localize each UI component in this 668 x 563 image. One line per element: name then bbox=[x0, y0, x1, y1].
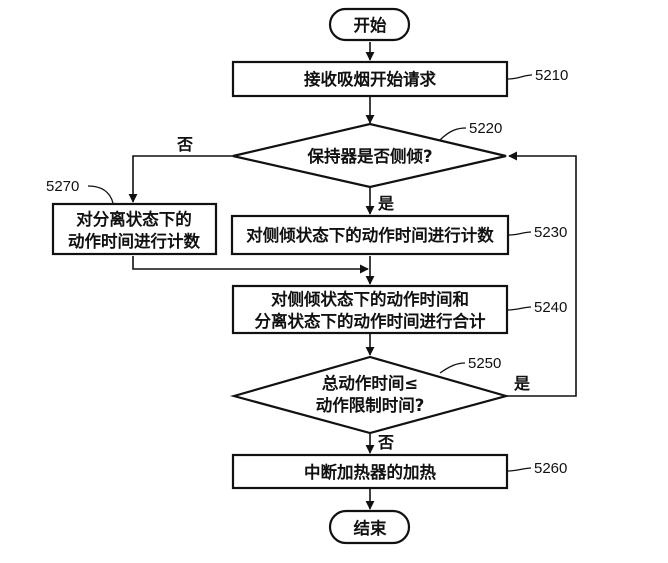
branch-5220-no: 否 bbox=[176, 135, 193, 154]
start-label: 开始 bbox=[354, 15, 388, 35]
leader-5220 bbox=[439, 127, 467, 141]
decision-5220 bbox=[232, 122, 507, 189]
decision-5220-label: 保持器是否侧倾? bbox=[306, 146, 432, 166]
end-label: 结束 bbox=[354, 518, 388, 538]
arrow-5220-no-to-5270 bbox=[128, 155, 233, 203]
step-5230-label: 对侧倾状态下的动作时间进行计数 bbox=[246, 225, 494, 245]
step-5260-label: 中断加热器的加热 bbox=[304, 462, 437, 482]
decision-5250-label-line2: 动作限制时间? bbox=[316, 395, 425, 415]
ref-5260: 5260 bbox=[534, 460, 567, 477]
ref-5270: 5270 bbox=[46, 178, 79, 195]
process-5260 bbox=[231, 453, 509, 490]
terminal-end bbox=[328, 509, 411, 545]
terminal-start bbox=[328, 7, 411, 42]
leader-5270 bbox=[87, 185, 114, 204]
process-5270 bbox=[51, 202, 218, 256]
ref-5250: 5250 bbox=[468, 355, 501, 372]
step-5210-label: 接收吸烟开始请求 bbox=[304, 69, 437, 89]
ref-5240: 5240 bbox=[534, 299, 567, 316]
step-5240-label-line1: 对侧倾状态下的动作时间和 bbox=[271, 289, 469, 309]
connectors bbox=[128, 42, 577, 510]
step-5240-label-line2: 分离状态下的动作时间进行合计 bbox=[255, 311, 487, 331]
decision-5250 bbox=[229, 355, 511, 435]
leader-5210 bbox=[507, 74, 533, 80]
process-5230 bbox=[230, 214, 510, 256]
arrow-5250-yes-loop-to-5220 bbox=[506, 151, 577, 397]
ref-5230: 5230 bbox=[534, 224, 567, 241]
process-5240 bbox=[231, 284, 509, 335]
decision-5250-label-line1: 总动作时间≤ bbox=[322, 373, 418, 393]
leader-5250 bbox=[439, 362, 466, 374]
leader-5230 bbox=[508, 231, 532, 236]
leader-5260 bbox=[507, 467, 532, 472]
leader-5240 bbox=[507, 306, 532, 311]
step-5270-label-line1: 对分离状态下的 bbox=[76, 209, 192, 229]
branch-5250-no: 否 bbox=[377, 433, 394, 452]
ref-5220: 5220 bbox=[469, 120, 502, 137]
branch-5250-yes: 是 bbox=[513, 374, 530, 393]
step-5270-label-line2: 动作时间进行计数 bbox=[68, 231, 201, 251]
branch-5220-yes: 是 bbox=[377, 194, 394, 213]
ref-5210: 5210 bbox=[535, 67, 568, 84]
arrow-5270-to-merge bbox=[132, 256, 369, 274]
process-5210 bbox=[231, 60, 509, 98]
